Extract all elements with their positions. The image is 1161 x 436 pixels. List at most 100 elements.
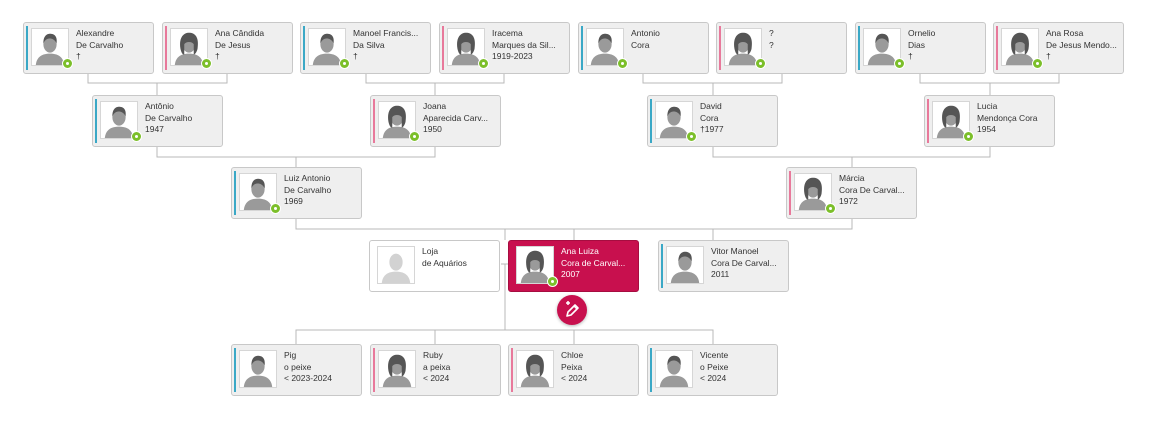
- person-avatar-icon: [378, 101, 416, 139]
- record-hint-badge-icon[interactable]: [755, 58, 766, 69]
- record-hint-badge-icon[interactable]: [478, 58, 489, 69]
- person-first-name: Antônio: [145, 101, 174, 111]
- person-avatar-icon: [100, 101, 138, 139]
- person-last-name: Cora: [631, 39, 650, 50]
- person-avatar-icon: [863, 28, 901, 66]
- person-avatar-icon: [516, 350, 554, 388]
- add-edit-relative-button[interactable]: [557, 295, 587, 325]
- person-avatar-icon: [308, 28, 346, 66]
- person-dates: < 2024: [700, 373, 727, 383]
- person-avatar-icon: [239, 173, 277, 211]
- person-first-name: ?: [769, 28, 774, 38]
- record-hint-badge-icon[interactable]: [409, 131, 420, 142]
- person-info: ??: [769, 28, 843, 51]
- record-hint-badge-icon[interactable]: [1032, 58, 1043, 69]
- person-dates: †: [76, 51, 81, 61]
- person-dates: < 2024: [561, 373, 588, 383]
- person-card[interactable]: ??: [716, 22, 847, 74]
- record-hint-badge-icon[interactable]: [894, 58, 905, 69]
- person-last-name: De Carvalho: [284, 184, 332, 195]
- person-dates: †: [215, 51, 220, 61]
- person-first-name: Ornelio: [908, 28, 936, 38]
- person-avatar-icon: [516, 246, 554, 284]
- person-first-name: Loja: [422, 246, 439, 256]
- person-first-name: Vicente: [700, 350, 729, 360]
- person-last-name: Da Silva: [353, 39, 385, 50]
- person-dates: 1972: [839, 196, 858, 206]
- person-last-name: de Aquários: [422, 257, 467, 268]
- person-first-name: Chloe: [561, 350, 584, 360]
- record-hint-badge-icon[interactable]: [339, 58, 350, 69]
- person-last-name: Aparecida Carv...: [423, 112, 489, 123]
- person-avatar-icon: [655, 350, 693, 388]
- record-hint-badge-icon[interactable]: [270, 203, 281, 214]
- person-first-name: Iracema: [492, 28, 523, 38]
- person-last-name: Cora: [700, 112, 719, 123]
- person-dates: †: [1046, 51, 1051, 61]
- record-hint-badge-icon[interactable]: [825, 203, 836, 214]
- person-dates: †1977: [700, 124, 724, 134]
- record-hint-badge-icon[interactable]: [617, 58, 628, 69]
- person-last-name: Marques da Sil...: [492, 39, 556, 50]
- person-dates: 2007: [561, 269, 580, 279]
- person-first-name: Lucia: [977, 101, 998, 111]
- record-hint-badge-icon[interactable]: [201, 58, 212, 69]
- person-avatar-icon: [586, 28, 624, 66]
- record-hint-badge-icon[interactable]: [686, 131, 697, 142]
- record-hint-badge-icon[interactable]: [131, 131, 142, 142]
- person-last-name: De Carvalho: [76, 39, 124, 50]
- person-last-name: De Jesus Mendo...: [1046, 39, 1117, 50]
- person-last-name: De Carvalho: [145, 112, 193, 123]
- person-first-name: Ana Rosa: [1046, 28, 1084, 38]
- person-info: Manoel Francis...Da Silva†: [353, 28, 427, 63]
- person-avatar-icon: [170, 28, 208, 66]
- person-last-name: Dias: [908, 39, 926, 50]
- person-first-name: Pig: [284, 350, 297, 360]
- person-last-name: Cora De Carval...: [839, 184, 905, 195]
- record-hint-badge-icon[interactable]: [62, 58, 73, 69]
- person-dates: †: [908, 51, 913, 61]
- record-hint-badge-icon[interactable]: [547, 276, 558, 287]
- person-last-name: a peixa: [423, 361, 451, 372]
- pencil-plus-icon: [566, 301, 579, 317]
- person-dates: 1954: [977, 124, 996, 134]
- person-first-name: Manoel Francis...: [353, 28, 419, 38]
- record-hint-badge-icon[interactable]: [963, 131, 974, 142]
- person-first-name: Luiz Antonio: [284, 173, 331, 183]
- person-card[interactable]: Manoel Francis...Da Silva†: [300, 22, 431, 74]
- person-dates: 1947: [145, 124, 164, 134]
- person-first-name: Ana Cândida: [215, 28, 265, 38]
